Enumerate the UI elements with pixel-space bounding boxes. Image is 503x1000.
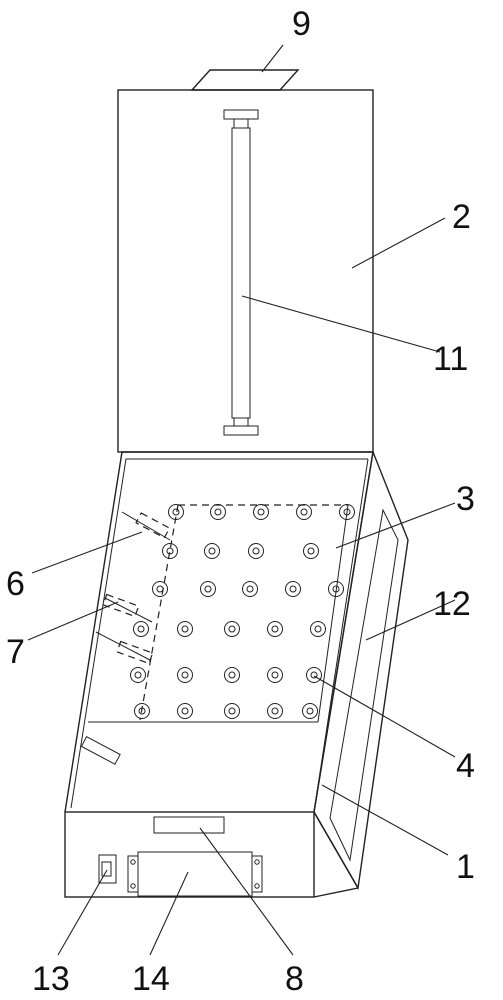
plate-hole-inner	[228, 671, 236, 679]
plate-hole	[253, 504, 269, 520]
plate-hole-inner	[181, 707, 189, 715]
plate-hole	[204, 543, 220, 559]
plate-hole	[302, 703, 318, 719]
plate-hole	[248, 543, 264, 559]
plate-hole-inner	[156, 585, 164, 593]
plate-hole	[267, 621, 283, 637]
plate-hole-inner	[228, 707, 236, 715]
plate-hole-inner	[246, 585, 254, 593]
plate-holes	[130, 504, 355, 719]
leader-lines	[27, 44, 456, 956]
plate-hole	[152, 581, 168, 597]
plate-hole	[328, 581, 344, 597]
label-8: 8	[285, 960, 304, 998]
label-6: 6	[6, 565, 25, 603]
plate-hole-inner	[252, 547, 260, 555]
label-3: 3	[456, 480, 475, 518]
plate-hole-inner	[181, 671, 189, 679]
lid-handle	[190, 69, 300, 91]
uv-lamp-tube	[223, 109, 259, 436]
plate-hole-inner	[257, 508, 265, 516]
plate-hole	[267, 667, 283, 683]
label-2: 2	[452, 198, 471, 236]
plate-hole-inner	[137, 625, 145, 633]
box-base	[64, 811, 315, 898]
plate-hole-inner	[172, 508, 180, 516]
display-panel	[153, 816, 225, 834]
plate-hole	[224, 667, 240, 683]
plate-hole	[210, 504, 226, 520]
plate-hole	[134, 703, 150, 719]
plate-hole	[177, 621, 193, 637]
label-9: 9	[292, 5, 311, 43]
plate-hole	[285, 581, 301, 597]
plate-hole	[224, 703, 240, 719]
plate-hole	[310, 621, 326, 637]
plate-hole-inner	[138, 707, 146, 715]
plate-hole-inner	[271, 707, 279, 715]
plate-hole-inner	[134, 671, 142, 679]
plate-hole	[133, 621, 149, 637]
plate-hole-inner	[204, 585, 212, 593]
plate-hole	[177, 667, 193, 683]
plate-hole-inner	[228, 625, 236, 633]
power-switch	[98, 854, 117, 884]
label-1: 1	[456, 848, 475, 886]
label-12: 12	[433, 585, 471, 623]
plate-hole	[303, 543, 319, 559]
plate-hole-inner	[307, 547, 315, 555]
plate-hole-inner	[271, 625, 279, 633]
plate-hole	[306, 667, 322, 683]
control-box	[127, 851, 263, 897]
plate-hole	[162, 543, 178, 559]
plate-hole-inner	[208, 547, 216, 555]
plate-hole	[200, 581, 216, 597]
plate-hole	[224, 621, 240, 637]
box-rim	[64, 451, 374, 813]
lid-panel	[117, 89, 374, 453]
plate-hole-inner	[271, 671, 279, 679]
plate-hole	[339, 504, 355, 520]
plate-hole-inner	[310, 671, 318, 679]
plate-hole-inner	[332, 585, 340, 593]
plate-hole	[267, 703, 283, 719]
plate-hole	[242, 581, 258, 597]
floor-slot	[80, 735, 121, 765]
plate-hole	[130, 667, 146, 683]
plate-hole-inner	[214, 508, 222, 516]
plate-hole-inner	[306, 707, 314, 715]
label-11: 11	[433, 340, 468, 378]
plate-hole	[177, 703, 193, 719]
plate-hole-inner	[300, 508, 308, 516]
box-right-wall	[313, 449, 409, 891]
label-14: 14	[132, 960, 170, 998]
side-clamps	[95, 511, 171, 665]
plate-hole-inner	[166, 547, 174, 555]
label-4: 4	[456, 747, 475, 785]
plate-hole-inner	[314, 625, 322, 633]
box-inner-rim	[70, 458, 368, 809]
plate-hole-inner	[181, 625, 189, 633]
plate-hole-inner	[343, 508, 351, 516]
plate-hole	[168, 504, 184, 520]
label-13: 13	[32, 960, 70, 998]
plate-hole-inner	[289, 585, 297, 593]
side-window	[329, 508, 399, 862]
label-7: 7	[6, 633, 25, 671]
plate-hole	[296, 504, 312, 520]
